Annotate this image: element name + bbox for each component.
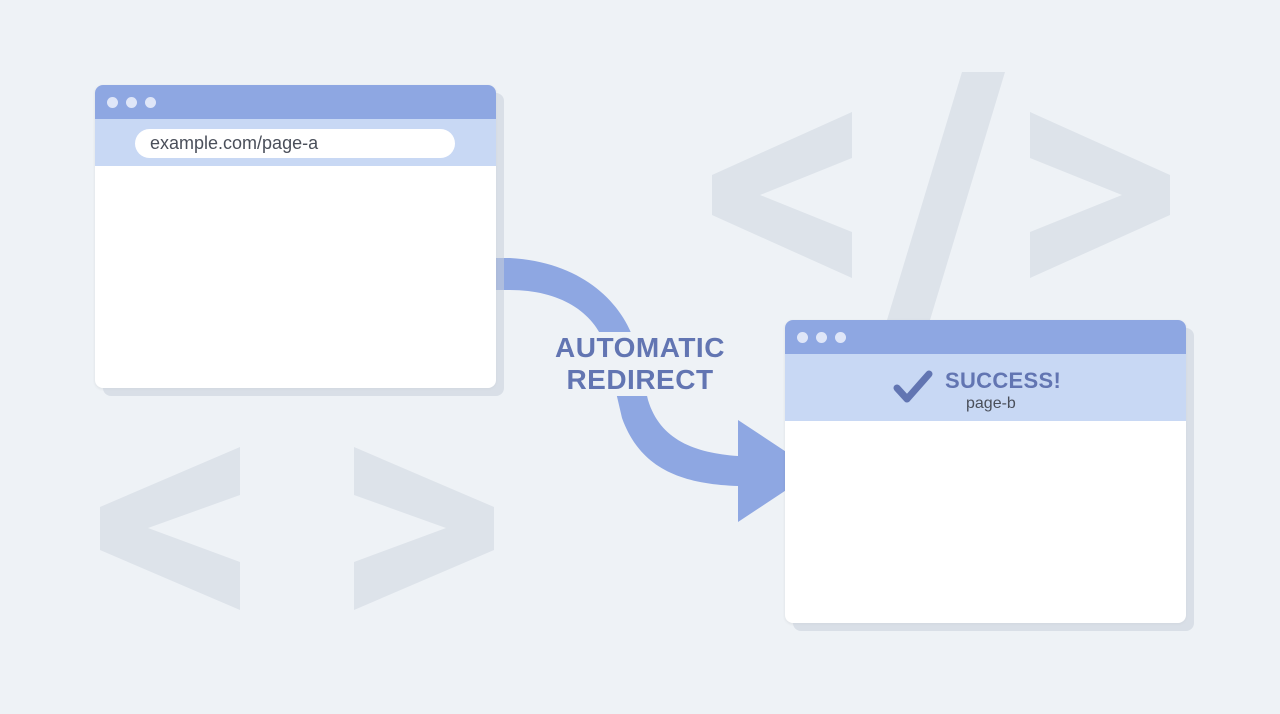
window-control-dot-icon[interactable] [145, 97, 156, 108]
url-input[interactable] [135, 129, 455, 158]
browser-window-page-a [95, 85, 496, 388]
window-titlebar [95, 85, 496, 119]
window-control-dot-icon[interactable] [126, 97, 137, 108]
redirect-label: AUTOMATIC REDIRECT [540, 332, 740, 396]
page-name-text: page-b [966, 395, 1016, 412]
window-titlebar [785, 320, 1186, 354]
code-brackets-large-icon [712, 72, 1170, 320]
window-control-dot-icon[interactable] [816, 332, 827, 343]
address-bar [95, 119, 496, 166]
checkmark-icon [893, 370, 933, 403]
code-brackets-small-icon [100, 447, 494, 610]
status-bar: SUCCESS! page-b [785, 354, 1186, 421]
window-control-dot-icon[interactable] [835, 332, 846, 343]
window-control-dot-icon[interactable] [107, 97, 118, 108]
window-control-dot-icon[interactable] [797, 332, 808, 343]
redirect-label-line2: REDIRECT [566, 364, 714, 395]
success-status-text: SUCCESS! [945, 368, 1062, 393]
browser-window-page-b: SUCCESS! page-b [785, 320, 1186, 623]
redirect-label-line1: AUTOMATIC [555, 332, 725, 363]
